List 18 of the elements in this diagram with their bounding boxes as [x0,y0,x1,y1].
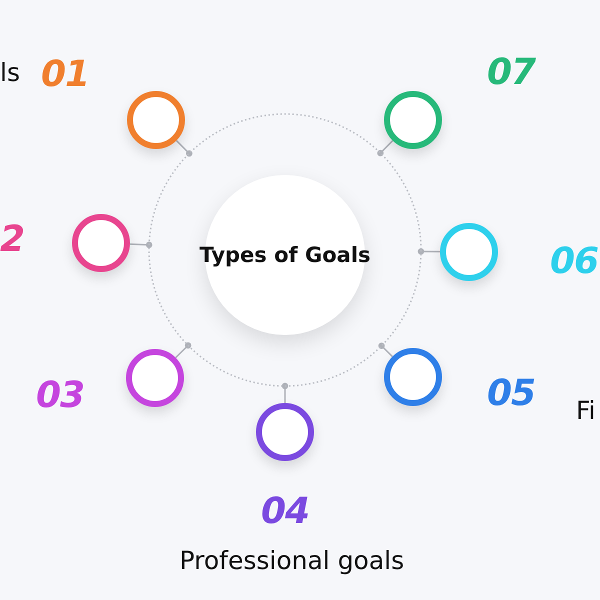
connector-line [378,342,393,358]
center-title: Types of Goals [200,243,371,267]
connector-line [176,140,192,157]
connector-line [418,248,440,255]
step-number: 04 [261,494,310,530]
step-number: 01 [41,57,90,93]
step-number: 2 [0,222,24,258]
step-number: 07 [487,55,536,91]
goal-label: Professional goals [180,548,404,572]
connector-line [377,140,394,156]
step-number: 05 [487,376,536,412]
step-number: 03 [36,378,84,414]
goal-label: ls [0,60,20,84]
goal-label: Fi [576,398,596,422]
connector-line [130,242,152,248]
connector-line [282,382,288,403]
connector-line [175,342,192,358]
step-number: 06 [550,244,598,280]
